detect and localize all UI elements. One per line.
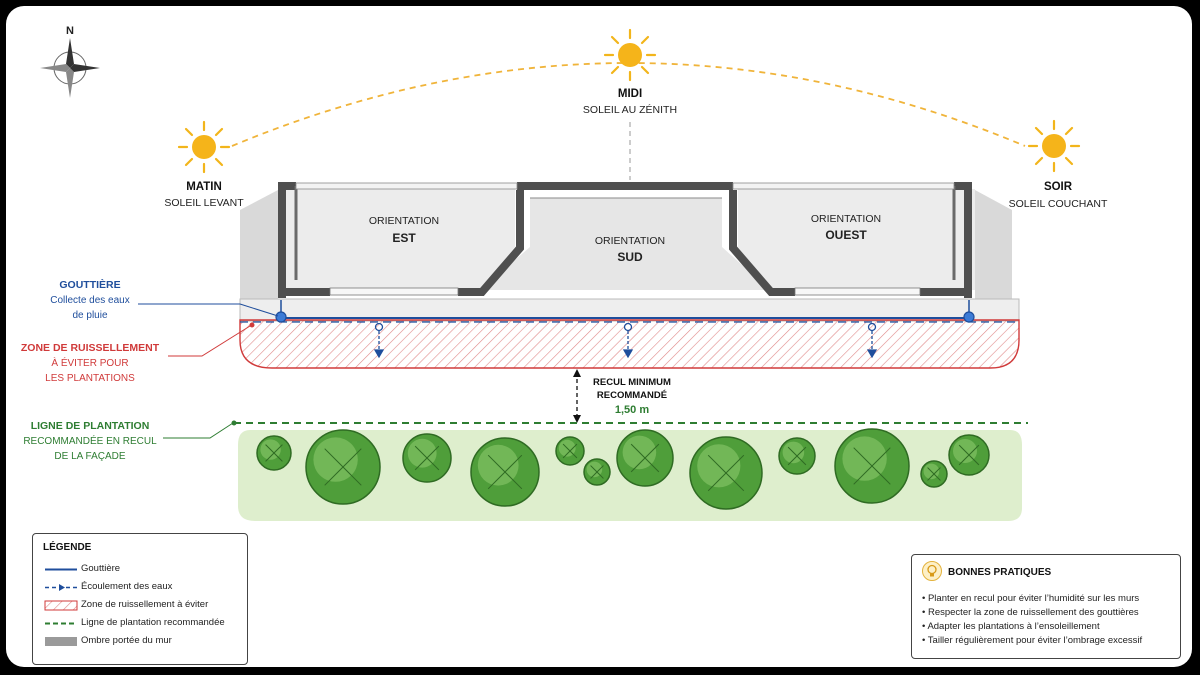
best-practice-item: • Respecter la zone de ruissellement des… [922,607,1139,618]
shrub-icon [689,436,763,510]
runoff-callout-line3: LES PLANTATIONS [45,373,135,384]
evening-title: SOIR [1044,181,1073,193]
downspout-right [963,311,975,323]
shrub-icon [583,458,611,486]
shrub-icon [778,437,816,475]
orientation-west-line1: ORIENTATION [811,213,881,225]
evening-subtitle: SOLEIL COUCHANT [1009,198,1108,210]
shrub-icon [920,460,948,488]
legend-item-runoff: Zone de ruissellement à éviter [33,598,247,614]
orientation-south-line1: ORIENTATION [595,235,665,247]
orientation-east-line1: ORIENTATION [369,215,439,227]
legend-label: Gouttière [81,563,121,574]
hatch-box-icon [44,600,78,611]
evening-sun-icon [1027,119,1081,173]
legend-label: Écoulement des eaux [81,581,173,592]
best-practice-item: • Planter en recul pour éviter l’humidit… [922,593,1140,604]
setback-label-line1: RECUL MINIMUM [593,377,671,388]
best-practices-list: • Planter en recul pour éviter l’humidit… [922,592,1142,648]
gutter-callout-line2: Collecte des eaux [50,295,130,306]
shrub-icon [555,436,585,466]
noon-sun-icon [603,28,657,82]
noon-title: MIDI [618,88,642,100]
window-west [794,287,921,296]
legend-title: LÉGENDE [43,542,92,553]
shrub-icon [948,434,990,476]
morning-sun-icon [177,120,231,174]
window-east [329,287,459,296]
shrub-icon [616,429,674,487]
morning-title: MATIN [186,181,222,193]
lightbulb-icon [922,561,942,581]
compass-icon: N [40,25,100,98]
planting-callout: LIGNE DE PLANTATION RECOMMANDÉE EN RECUL… [23,420,237,462]
legend-label: Zone de ruissellement à éviter [81,599,209,610]
noon-subtitle: SOLEIL AU ZÉNITH [583,103,677,116]
gutter-callout-line3: de pluie [72,310,107,321]
legend: LÉGENDE Gouttière Écoulement des eaux Zo… [32,533,248,665]
flow-arrow-icon [45,584,77,591]
shrub-icon [256,435,292,471]
runoff-zone [239,319,1020,369]
shrub-icon [834,428,910,504]
planting-callout-line2: RECOMMANDÉE EN RECUL [23,434,157,447]
legend-item-shadow: Ombre portée du mur [33,634,247,650]
gutter-callout-title: GOUTTIÈRE [59,278,120,291]
flow-arrows [373,322,878,359]
gutter-line-icon [45,568,77,571]
orientation-east-line2: EST [392,231,416,245]
legend-item-flow: Écoulement des eaux [33,580,247,596]
best-practices-box: BONNES PRATIQUES • Planter en recul pour… [911,554,1181,659]
room-east-floor [283,189,515,290]
setback-label-line2: RECOMMANDÉ [597,390,667,401]
wall-shadow-west [240,190,278,300]
gray-box-icon [45,637,77,646]
room-west-floor [738,189,975,290]
legend-item-planting: Ligne de plantation recommandée [33,616,247,632]
site-diagram: N MATIN SOLEIL LEVANT MIDI SOLEIL AU ZÉN… [21,25,1108,521]
shrub-icon [402,433,452,483]
wall-shadow-east [975,190,1012,300]
shrub-icon [470,437,540,507]
downspout-left [275,311,287,323]
legend-label: Ombre portée du mur [81,635,172,646]
diagram-frame: N MATIN SOLEIL LEVANT MIDI SOLEIL AU ZÉN… [6,6,1192,667]
building-walls [278,182,972,298]
planting-callout-line1: LIGNE DE PLANTATION [31,420,150,432]
shrub-icon [305,429,381,505]
legend-label: Ligne de plantation recommandée [81,617,225,628]
gutter-callout: GOUTTIÈRE Collecte des eaux de pluie [50,278,279,321]
orientation-south-line2: SUD [617,250,643,264]
orientation-west-line2: OUEST [825,228,867,242]
runoff-callout: ZONE DE RUISSELLEMENT À ÉVITER POUR LES … [21,322,255,384]
room-south-floor [480,198,770,290]
planting-callout-line3: DE LA FAÇADE [54,451,125,462]
setback-value: 1,50 m [615,404,649,416]
runoff-callout-line2: À ÉVITER POUR [51,356,128,369]
morning-subtitle: SOLEIL LEVANT [164,197,244,209]
best-practice-item: • Tailler régulièrement pour éviter l’om… [922,635,1143,646]
shrubs [256,428,990,510]
green-dashed-line-icon [45,622,77,625]
setback-dimension: RECUL MINIMUM RECOMMANDÉ 1,50 m [573,369,671,423]
best-practices-title: BONNES PRATIQUES [948,567,1052,578]
legend-item-gutter: Gouttière [33,562,247,578]
runoff-callout-line1: ZONE DE RUISSELLEMENT [21,342,160,354]
best-practice-item: • Adapter les plantations à l’ensoleille… [922,621,1100,632]
compass-north-label: N [66,25,74,37]
